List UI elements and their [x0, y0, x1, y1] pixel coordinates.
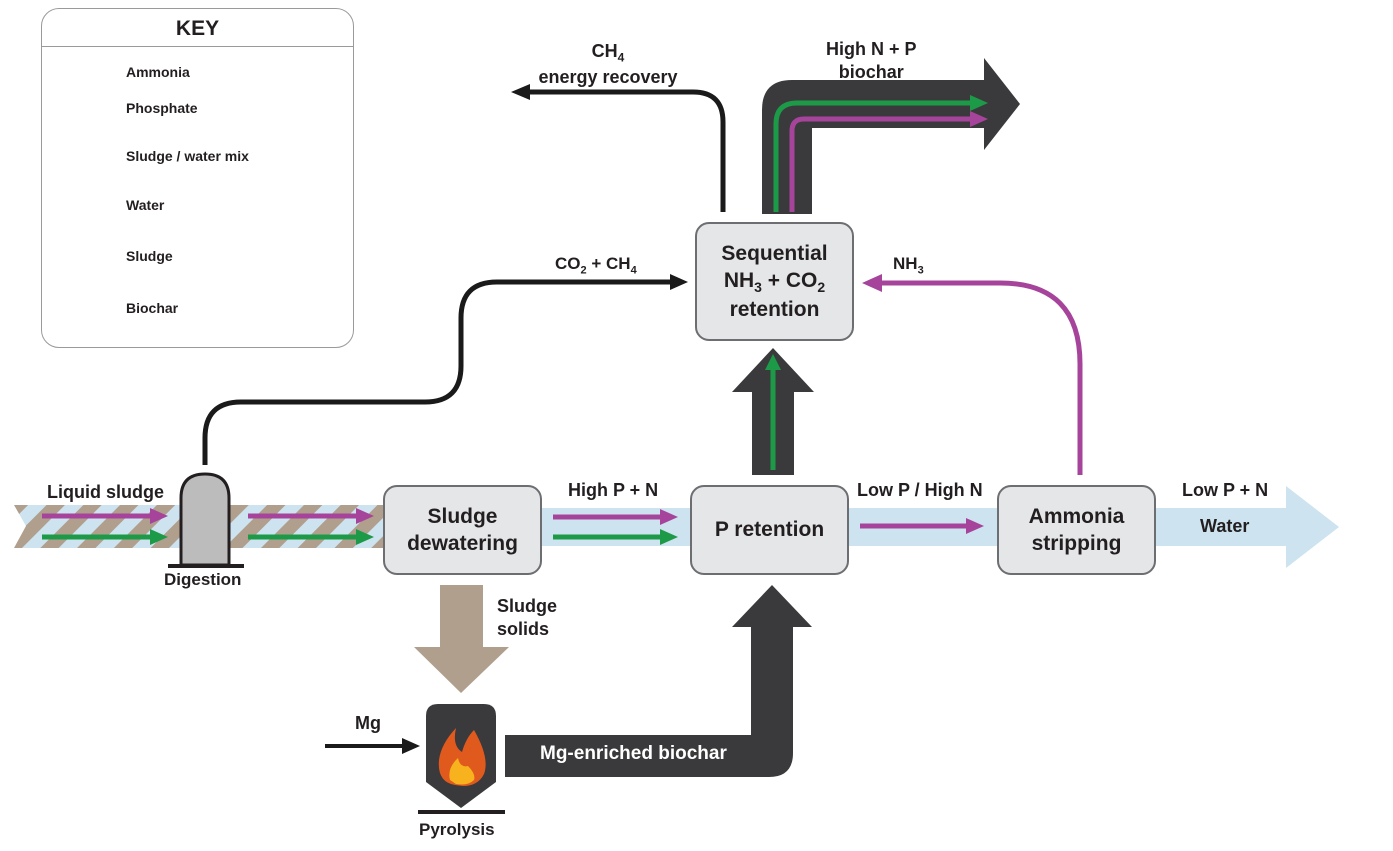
sequential-retention-box: Sequential NH3 + CO2 retention	[695, 222, 854, 341]
sludge-solids-arrow	[414, 585, 509, 693]
high-np-biochar-arrow	[762, 58, 1020, 214]
liquid-sludge-label: Liquid sludge	[47, 482, 164, 502]
high-p-n-label: High P + N	[568, 480, 659, 500]
legend-label-biochar: Biochar	[126, 300, 179, 316]
ch4-arrowhead	[511, 84, 530, 100]
sludge-solids-label: Sludge solids	[497, 596, 558, 639]
ammonia-output-arrowhead	[970, 111, 988, 127]
nh3-label: NH3	[893, 254, 924, 277]
phosphate-up-arrowhead	[765, 354, 781, 370]
phosphate-arrow-liquid	[42, 529, 168, 545]
digestion-tank	[179, 472, 231, 567]
sequential-line-2: NH3 + CO2	[723, 268, 826, 295]
mg-biochar-label: Mg-enriched biochar	[540, 743, 727, 764]
pyrolysis-label: Pyrolysis	[419, 820, 495, 839]
mg-biochar-arrow	[505, 585, 812, 777]
legend-title: KEY	[42, 9, 353, 47]
energy-recovery-text: energy recovery	[538, 67, 678, 88]
p-retention-box: P retention	[690, 485, 849, 575]
ammonia-output-line	[789, 116, 972, 212]
sludge-water-mix-flow-1	[14, 505, 190, 548]
legend-label-sludge: Sludge	[126, 248, 173, 264]
phosphate-arrow-high-pn	[553, 529, 678, 545]
water-label: Water	[1200, 516, 1250, 536]
legend-label-sludge-water-mix: Sludge / water mix	[126, 148, 249, 164]
mg-arrowhead	[402, 738, 420, 754]
flame-inner-icon	[449, 758, 475, 785]
phosphate-output-line	[773, 100, 972, 212]
low-p-high-n-label: Low P / High N	[857, 480, 983, 500]
ch4-energy-recovery-label: CH4 energy recovery	[528, 40, 688, 90]
legend: KEY Ammonia Phosphate Sludge / water mix…	[41, 8, 354, 348]
low-p-n-label: Low P + N	[1182, 480, 1269, 500]
ammonia-stripping-box: Ammonia stripping	[997, 485, 1156, 575]
ch4-formula: CH4	[591, 41, 625, 65]
phosphate-arrow-digested	[248, 529, 374, 545]
ammonia-arrow-digested	[248, 508, 374, 524]
ammonia-arrow-low-p	[860, 518, 984, 534]
phosphate-output-arrowhead	[970, 95, 988, 111]
nh3-arrowhead	[862, 274, 882, 292]
legend-label-water: Water	[126, 197, 165, 213]
digestion-gas-line	[202, 279, 672, 465]
co2-ch4-label: CO2 + CH4	[555, 254, 637, 277]
ammonia-arrow-liquid	[42, 508, 168, 524]
digestion-label: Digestion	[164, 570, 242, 589]
sludge-dewatering-box: Sludge dewatering	[383, 485, 542, 575]
ch4-energy-line	[528, 89, 726, 212]
legend-label-ammonia: Ammonia	[126, 64, 190, 80]
nh3-return-line	[880, 280, 1083, 475]
mg-label: Mg	[355, 713, 381, 733]
sequential-line-1: Sequential	[721, 241, 828, 265]
high-np-biochar-label: High N + P biochar	[826, 39, 917, 83]
legend-label-phosphate: Phosphate	[126, 100, 198, 116]
gas-line-arrowhead	[670, 274, 688, 290]
ammonia-arrow-high-pn	[553, 509, 678, 525]
sequential-line-3: retention	[729, 298, 820, 322]
